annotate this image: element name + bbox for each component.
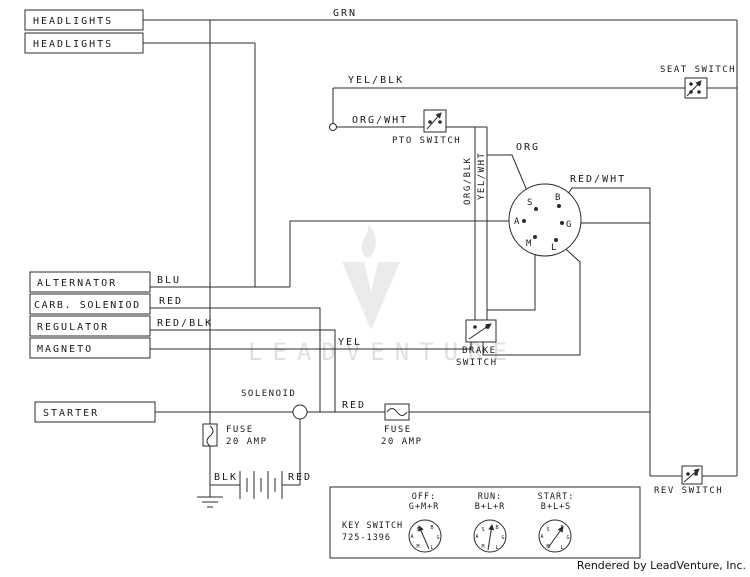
rev-switch-label: REV SWITCH	[654, 486, 723, 496]
legend-position-off: OFF: G+M+R S B A G M L	[408, 492, 442, 553]
run-label: RUN:	[478, 492, 502, 502]
svg-text:G: G	[566, 535, 569, 541]
start-circuit-label: B+L+S	[541, 502, 572, 512]
alternator-box	[29, 271, 151, 293]
fuse-right: FUSE 20 AMP	[381, 403, 423, 447]
svg-text:L: L	[560, 545, 563, 551]
svg-text:S: S	[481, 527, 484, 533]
key-switch-legend: KEY SWITCH 725-1396 OFF: G+M+R S B A G M…	[329, 486, 641, 559]
solenoid-icon	[292, 404, 308, 420]
terminal-b-label: B	[555, 193, 560, 203]
headlights-label-1: HEADLIGHTS	[33, 16, 113, 27]
org-blk-wire-label: ORG/BLK	[463, 157, 473, 205]
headlights-label-2: HEADLIGHTS	[33, 39, 113, 50]
fuse-left-label-1: FUSE	[226, 425, 254, 435]
legend-title-2: 725-1396	[342, 533, 391, 543]
run-circuit-label: B+L+R	[475, 502, 506, 512]
org-wire-label: ORG	[516, 142, 540, 153]
carb-solenoid-label: CARB. SOLENIOD	[34, 300, 141, 311]
svg-text:M: M	[416, 544, 419, 550]
svg-text:G: G	[436, 535, 439, 541]
brake-switch: BRAKE SWITCH	[456, 319, 498, 368]
legend-position-start: START: B+L+S S B A G M L	[538, 492, 575, 553]
org-wht-wire-label: ORG/WHT	[352, 115, 408, 126]
rev-switch: REV SWITCH	[654, 465, 723, 496]
svg-text:A: A	[410, 534, 413, 540]
svg-text:G: G	[501, 535, 504, 541]
terminal-s-label: S	[527, 198, 532, 208]
terminal-m-label: M	[526, 239, 532, 249]
yel-wire-label: YEL	[338, 337, 362, 348]
alternator-label: ALTERNATOR	[37, 278, 117, 289]
magneto-box	[29, 337, 151, 359]
battery-icon	[239, 471, 283, 499]
starter-box	[34, 401, 156, 423]
svg-text:B: B	[430, 525, 433, 531]
wire-segments	[143, 19, 738, 497]
off-label: OFF:	[412, 492, 436, 502]
start-label: START:	[538, 492, 575, 502]
solenoid: SOLENOID	[241, 389, 308, 420]
grn-wire-label: GRN	[333, 8, 357, 19]
component-boxes: HEADLIGHTS HEADLIGHTS ALTERNATOR CARB. S…	[24, 9, 156, 423]
red-starter-wire-label: RED	[342, 400, 366, 411]
brake-switch-label-1: BRAKE	[462, 346, 497, 356]
svg-text:S: S	[546, 527, 549, 533]
off-circuit-label: G+M+R	[409, 502, 440, 512]
magneto-label: MAGNETO	[37, 344, 93, 355]
terminal-a-label: A	[514, 217, 520, 227]
pto-switch-label: PTO SWITCH	[392, 136, 461, 146]
yel-wht-wire-label: YEL/WHT	[477, 152, 487, 200]
svg-text:L: L	[430, 545, 433, 551]
red-blk-wire-label: RED/BLK	[157, 318, 213, 329]
fuse-left-label-2: 20 AMP	[226, 437, 268, 447]
svg-text:B: B	[495, 525, 498, 531]
svg-text:M: M	[481, 544, 484, 550]
svg-text:L: L	[495, 545, 498, 551]
legend-title-1: KEY SWITCH	[342, 521, 403, 531]
regulator-box	[29, 315, 151, 337]
fuse-left-icon	[202, 423, 218, 447]
brake-switch-label-2: SWITCH	[456, 358, 498, 368]
headlights-box-1	[24, 9, 144, 31]
pto-switch: PTO SWITCH	[329, 109, 461, 146]
key-switch: S B A G M L	[508, 183, 582, 257]
regulator-label: REGULATOR	[37, 322, 109, 333]
svg-text:A: A	[540, 534, 543, 540]
headlights-box-2	[24, 32, 144, 54]
leadventure-watermark: LEADVENTURE	[248, 224, 517, 366]
key-switch-icon	[508, 183, 582, 257]
yel-blk-wire-label: YEL/BLK	[348, 75, 404, 86]
wire-labels: GRN YEL/BLK ORG/WHT ORG/BLK YEL/WHT ORG …	[157, 8, 626, 483]
leadventure-flame-icon	[361, 224, 376, 258]
red-battery-label: RED	[288, 472, 312, 483]
leadventure-logo-icon	[342, 262, 400, 330]
red-wht-wire-label: RED/WHT	[570, 174, 626, 185]
blk-battery-label: BLK	[214, 472, 238, 483]
blu-wire-label: BLU	[157, 275, 181, 286]
red-carb-wire-label: RED	[159, 296, 183, 307]
svg-text:S: S	[416, 527, 419, 533]
connector-circle-icon	[329, 123, 337, 131]
watermark-text: LEADVENTURE	[248, 338, 517, 366]
svg-text:M: M	[546, 544, 549, 550]
terminal-l-label: L	[551, 243, 556, 253]
starter-label: STARTER	[43, 408, 99, 419]
ground-symbol-icon	[197, 496, 223, 508]
terminal-g-label: G	[566, 220, 571, 230]
fuse-right-label-2: 20 AMP	[381, 437, 423, 447]
legend-position-run: RUN: B+L+R S B A G M L	[473, 492, 507, 553]
seat-switch: SEAT SWITCH	[660, 65, 736, 99]
fuse-right-label-1: FUSE	[384, 425, 412, 435]
footer-credit: Rendered by LeadVenture, Inc.	[577, 559, 746, 572]
seat-switch-label: SEAT SWITCH	[660, 65, 736, 75]
fuse-left: FUSE 20 AMP	[202, 423, 268, 447]
carb-solenoid-box	[29, 293, 151, 315]
solenoid-label: SOLENOID	[241, 389, 296, 399]
svg-text:A: A	[475, 534, 478, 540]
off-dial-icon	[408, 519, 442, 553]
